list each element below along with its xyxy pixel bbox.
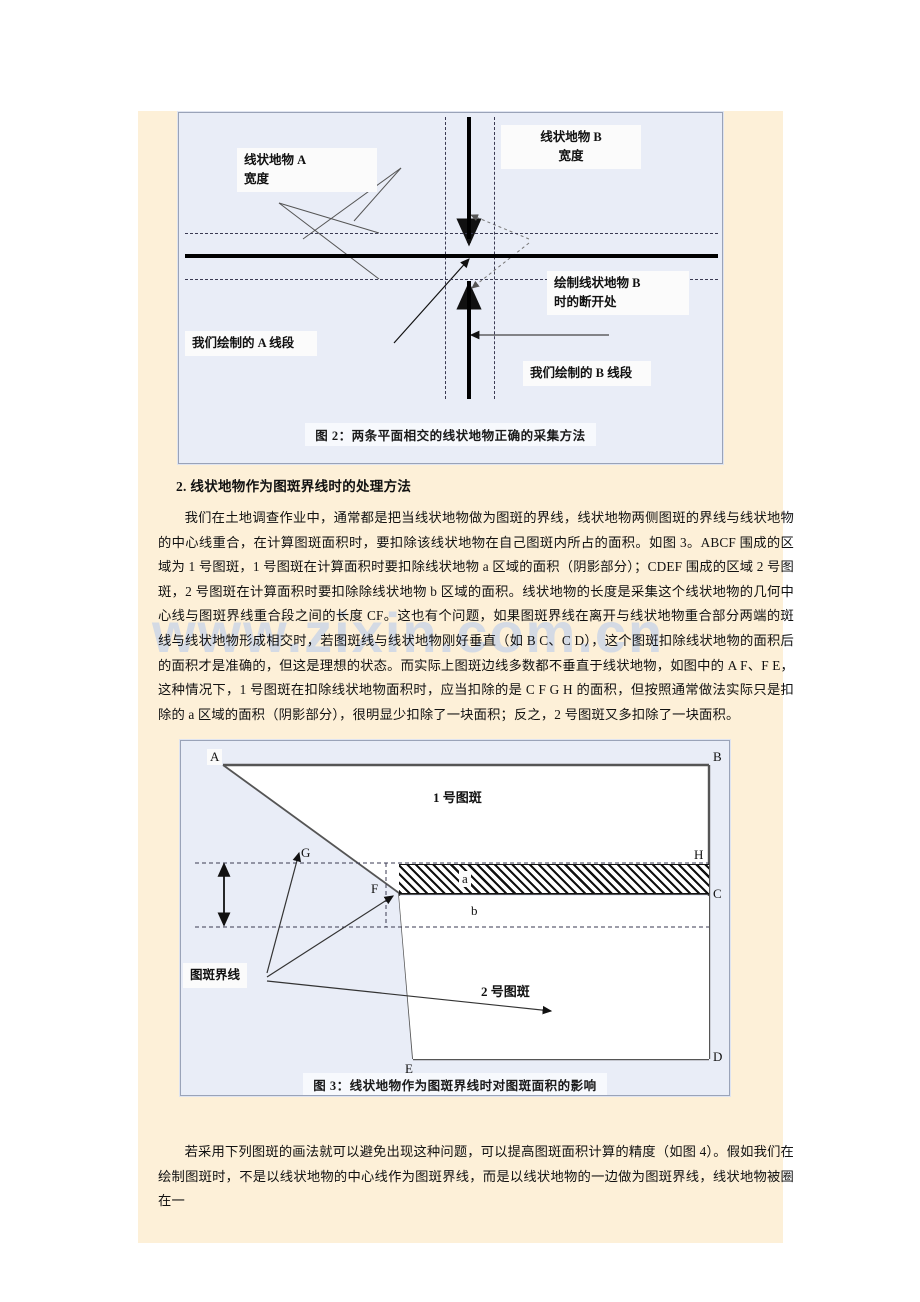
fig2-dashed-vline-right	[494, 117, 495, 399]
figure-2: 线状地物 A 宽度 线状地物 B 宽度 绘制线状地物 B 时的断开处 我们绘制的…	[178, 112, 723, 464]
fig3-vertex-G: G	[301, 845, 311, 860]
fig2-feature-b-lower	[467, 281, 471, 399]
fig3-caption-text: 图 3：线状地物作为图斑界线时对图斑面积的影响	[303, 1073, 607, 1095]
section-heading: 2. 线状地物作为图斑界线时的处理方法	[176, 479, 412, 494]
fig3-boundary-annotation: 图斑界线	[183, 963, 248, 988]
figure-3: A B C D E F G H 1 号图斑 2 号图斑 a b 图斑界线 图 3…	[180, 740, 730, 1096]
fig3-patch2-label: 2 号图斑	[481, 984, 530, 999]
fig2-dashed-vline-left	[445, 117, 446, 399]
fig3-area-b-label: b	[471, 903, 478, 918]
fig3-geometry	[195, 763, 711, 1061]
fig2-annotation-lines	[278, 167, 609, 344]
fig2-label-segment-a: 我们绘制的 A 线段	[185, 331, 317, 356]
fig2-dashed-line-bottom	[185, 279, 718, 280]
fig3-vertex-H: H	[694, 847, 704, 862]
fig3-patch1-label: 1 号图斑	[433, 790, 482, 805]
fig2-feature-a-line	[185, 254, 718, 258]
fig3-vertex-A: A	[207, 749, 223, 765]
fig3-hatched-area	[399, 864, 709, 894]
fig2-dashed-line-top	[185, 233, 718, 234]
fig3-vertex-D: D	[713, 1049, 723, 1064]
fig2-label-segment-b: 我们绘制的 B 线段	[523, 361, 651, 386]
fig3-area-a-label: a	[459, 871, 471, 887]
fig3-vertex-C: C	[713, 886, 722, 901]
fig3-caption: 图 3：线状地物作为图斑界线时对图斑面积的影响	[181, 1073, 729, 1095]
fig2-caption: 图 2：两条平面相交的线状地物正确的采集方法	[179, 423, 722, 446]
fig3-vertex-E: E	[405, 1061, 413, 1076]
fig3-vertex-F: F	[371, 881, 379, 896]
fig2-feature-b-upper	[467, 117, 471, 239]
fig2-label-width-b: 线状地物 B 宽度	[501, 125, 641, 169]
paragraph-2: 若采用下列图斑的画法就可以避免出现这种问题，可以提高图斑面积计算的精度（如图 4…	[158, 1144, 794, 1209]
paragraph-1: 我们在土地调查作业中，通常都是把当线状地物做为图斑的界线，线状地物两侧图斑的界线…	[158, 510, 794, 722]
fig2-label-width-a: 线状地物 A 宽度	[237, 148, 377, 192]
fig2-caption-text: 图 2：两条平面相交的线状地物正确的采集方法	[305, 423, 596, 446]
fig2-label-break-point: 绘制线状地物 B 时的断开处	[547, 271, 689, 315]
fig3-vertex-B: B	[713, 749, 722, 764]
